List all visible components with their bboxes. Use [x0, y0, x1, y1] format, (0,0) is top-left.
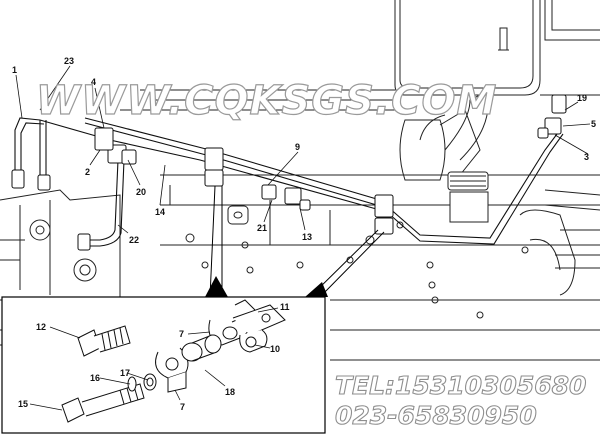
callout-leader-lines: [15, 65, 591, 411]
callout-13: 13: [302, 232, 312, 242]
callout-20: 20: [136, 187, 146, 197]
callout-15: 15: [18, 399, 28, 409]
callout-23: 23: [64, 56, 74, 66]
callout-4: 4: [91, 77, 96, 87]
callout-7-upper: 7: [179, 329, 184, 339]
watermark-site: WWW.CQKSGS.COM: [36, 78, 497, 124]
watermark-phone: 023-65830950: [335, 401, 537, 430]
watermark-tel: TEL:15310305680: [335, 371, 586, 400]
engine-block-drawing: [0, 0, 600, 361]
callout-18: 18: [225, 387, 235, 397]
callout-14: 14: [155, 207, 165, 217]
callout-11: 11: [280, 302, 290, 312]
callout-5: 5: [591, 119, 596, 129]
callout-2: 2: [85, 167, 90, 177]
callout-9: 9: [295, 142, 300, 152]
callout-19: 19: [577, 93, 587, 103]
callout-21: 21: [257, 223, 267, 233]
callout-1: 1: [12, 65, 17, 75]
callout-7-lower: 7: [180, 402, 185, 412]
callout-labels: 1 23 4 2 20 14 22 9 21 13 19 5 3 11 12 7…: [12, 56, 596, 412]
fuel-fittings: [11, 94, 567, 251]
callout-12: 12: [36, 322, 46, 332]
detail-inset: [1, 185, 385, 434]
callout-16: 16: [90, 373, 100, 383]
callout-10: 10: [270, 344, 280, 354]
callout-3: 3: [584, 152, 589, 162]
callout-22: 22: [129, 235, 139, 245]
callout-17: 17: [120, 368, 130, 378]
